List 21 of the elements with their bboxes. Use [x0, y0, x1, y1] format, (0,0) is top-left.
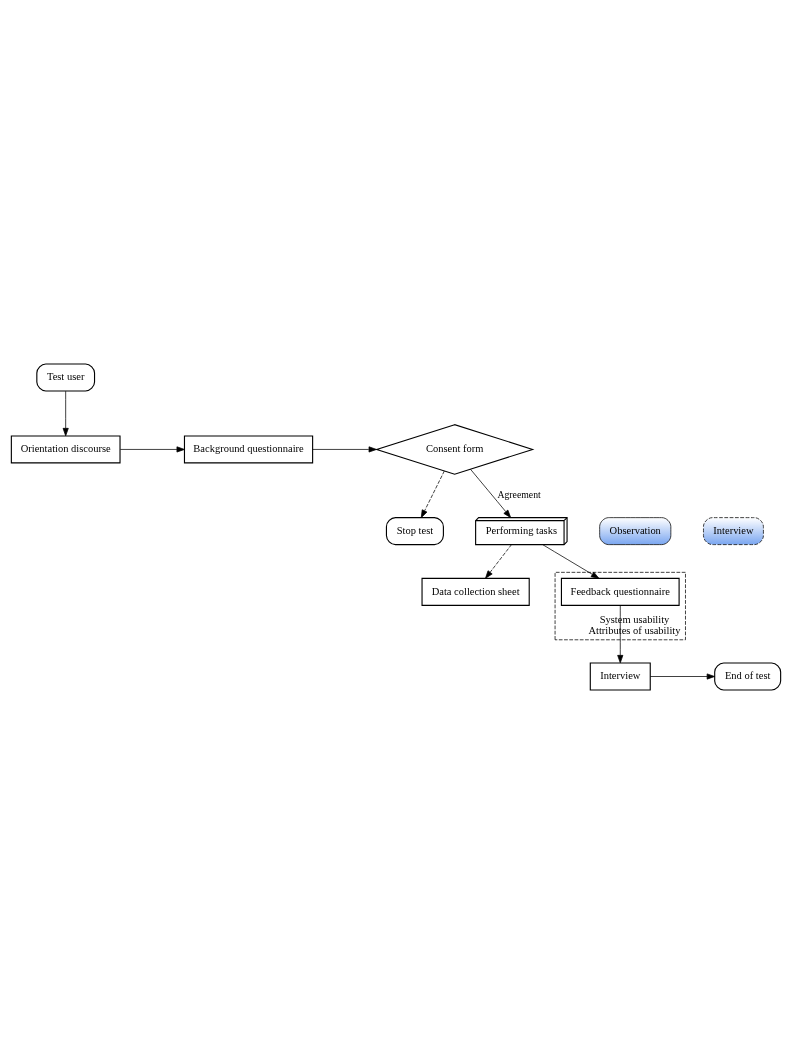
arrow: [470, 468, 511, 518]
arrow: [485, 543, 512, 579]
node-box: Observation: [599, 516, 672, 545]
arrow: [650, 673, 715, 679]
node-diamond: Consent form: [374, 423, 535, 475]
arrow: [312, 445, 377, 452]
node-box: End of test: [714, 661, 782, 691]
node-box: Interview: [589, 661, 651, 691]
arrow: [617, 604, 624, 663]
node-box: Background questionnaire: [183, 434, 314, 463]
arrow: [542, 543, 600, 579]
node-box: Feedback questionnaire: [560, 577, 680, 606]
node-box: Test user: [36, 362, 96, 392]
node-box: Orientation discourse: [10, 434, 121, 463]
arrow: [119, 445, 185, 452]
node-box: Interview: [703, 516, 764, 545]
node-box: Stop test: [385, 516, 444, 545]
arrow: [420, 470, 445, 518]
edge-label: Agreement: [497, 488, 541, 500]
node-box: Data collection sheet: [421, 577, 530, 606]
arrow: [62, 390, 69, 436]
